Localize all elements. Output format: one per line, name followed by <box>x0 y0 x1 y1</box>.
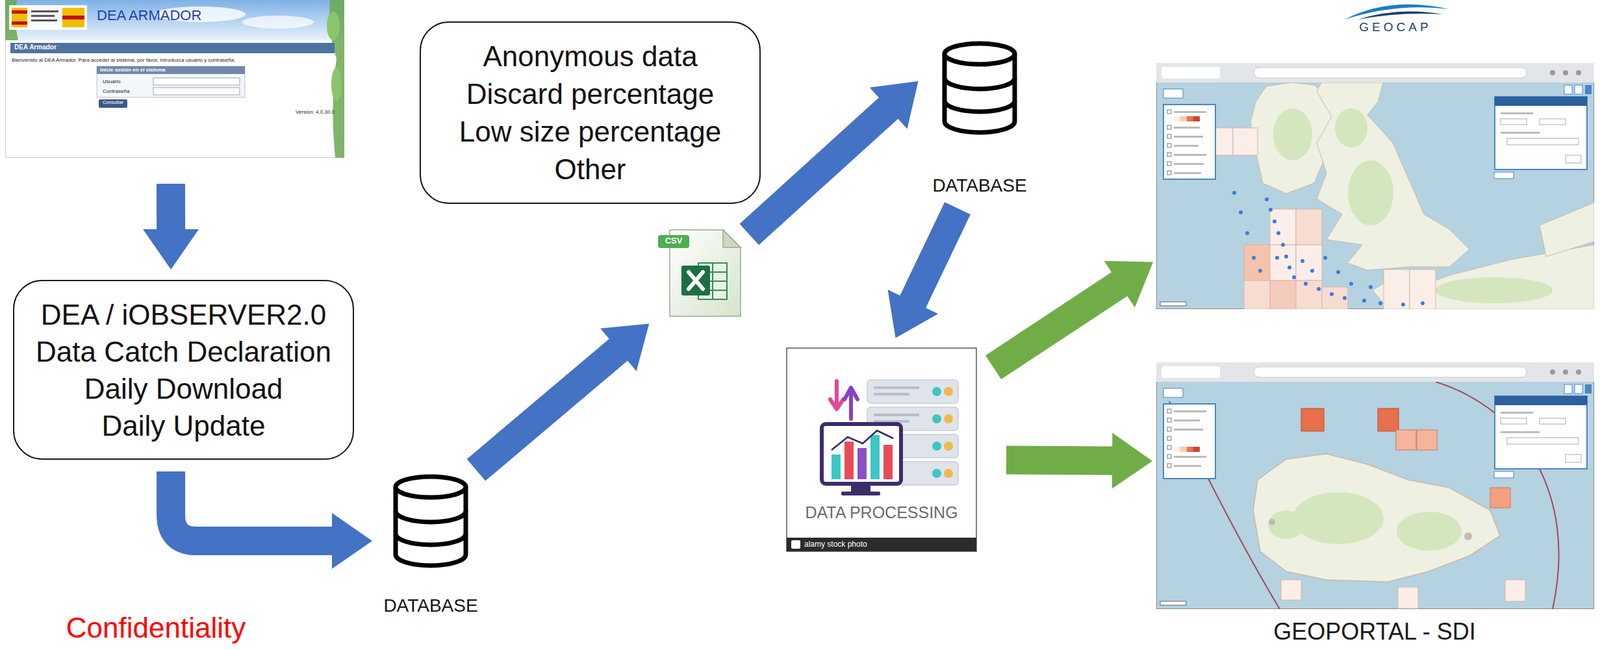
field-label: Usuario <box>102 78 121 85</box>
map-screenshot <box>1156 362 1595 610</box>
arrow-head <box>600 324 649 372</box>
database-label: DATABASE <box>372 595 490 617</box>
logo-wordmark: GEOCAP <box>1338 20 1453 35</box>
arrow-shaft <box>912 208 958 304</box>
data-processing-image: DATA PROCESSING alamy stock photo <box>786 347 978 553</box>
image-caption: DATA PROCESSING <box>786 503 978 523</box>
csv-file-icon: CSV <box>658 229 741 317</box>
arrow-shaft <box>993 283 1122 368</box>
arrow-shaft <box>476 348 620 471</box>
note-label: Confidentiality <box>25 611 286 646</box>
file-tag: CSV <box>658 236 690 247</box>
flow-arrow <box>476 324 649 471</box>
login-screenshot: DEA ARMADOR DEA ArmadorBienvenido al DEA … <box>5 0 345 158</box>
flow-arrow <box>749 81 918 235</box>
box-line: Daily Update <box>101 407 266 445</box>
welcome-text: Bienvenido al DEA Armador. Para acceder … <box>11 57 236 64</box>
map-screenshot <box>1156 63 1595 310</box>
page-title: DEA ARMADOR <box>96 7 202 24</box>
panel-title: Inicie sesión en el sistema <box>100 66 166 73</box>
arrow-head <box>1112 433 1153 490</box>
section-label: GEOPORTAL - SDI <box>1244 618 1505 646</box>
note-box: Anonymous dataDiscard percentageLow size… <box>419 21 761 204</box>
arrow-shaft <box>749 107 890 235</box>
version-text: Versión: 4.0.30.0 <box>295 109 335 115</box>
arrow-shaft <box>1006 460 1115 462</box>
database-label: DATABASE <box>921 175 1039 197</box>
arrow-shaft <box>156 183 186 232</box>
logo-swoosh <box>1338 0 1453 23</box>
field-label: Contraseña <box>102 88 130 95</box>
arrow-head <box>1104 261 1154 308</box>
map-screenshot-illustration <box>1156 63 1595 310</box>
box-line: DEA / iOBSERVER2.0 <box>40 296 327 334</box>
box-line: Data Catch Declaration <box>35 333 332 371</box>
process-box: DEA / iOBSERVER2.0Data Catch Declaration… <box>12 279 355 460</box>
arrow-head <box>888 289 939 338</box>
map-screenshot-illustration <box>1156 362 1595 610</box>
arrow-shaft <box>170 471 334 542</box>
flow-arrow <box>993 261 1154 368</box>
arrow-head <box>142 229 199 270</box>
flow-arrow <box>142 183 199 270</box>
database-cylinder <box>941 40 1018 136</box>
login-page-screenshot <box>5 0 345 158</box>
flow-arrow <box>170 471 373 570</box>
box-line: Other <box>554 150 626 189</box>
watermark: alamy stock photo <box>804 540 868 550</box>
bar-title: DEA Armador <box>14 43 57 52</box>
box-line: Daily Download <box>84 370 284 408</box>
database-icon: DATABASE <box>372 470 490 624</box>
button-label: Consultar <box>98 100 128 106</box>
box-line: Low size percentage <box>459 113 722 151</box>
database-icon: DATABASE <box>921 37 1039 202</box>
flow-arrow <box>1006 433 1153 490</box>
flow-arrow <box>888 208 959 339</box>
box-line: Anonymous data <box>482 37 698 76</box>
database-cylinder <box>392 474 470 570</box>
arrow-head <box>869 81 919 130</box>
box-line: Discard percentage <box>466 75 715 114</box>
arrow-head <box>331 513 373 570</box>
